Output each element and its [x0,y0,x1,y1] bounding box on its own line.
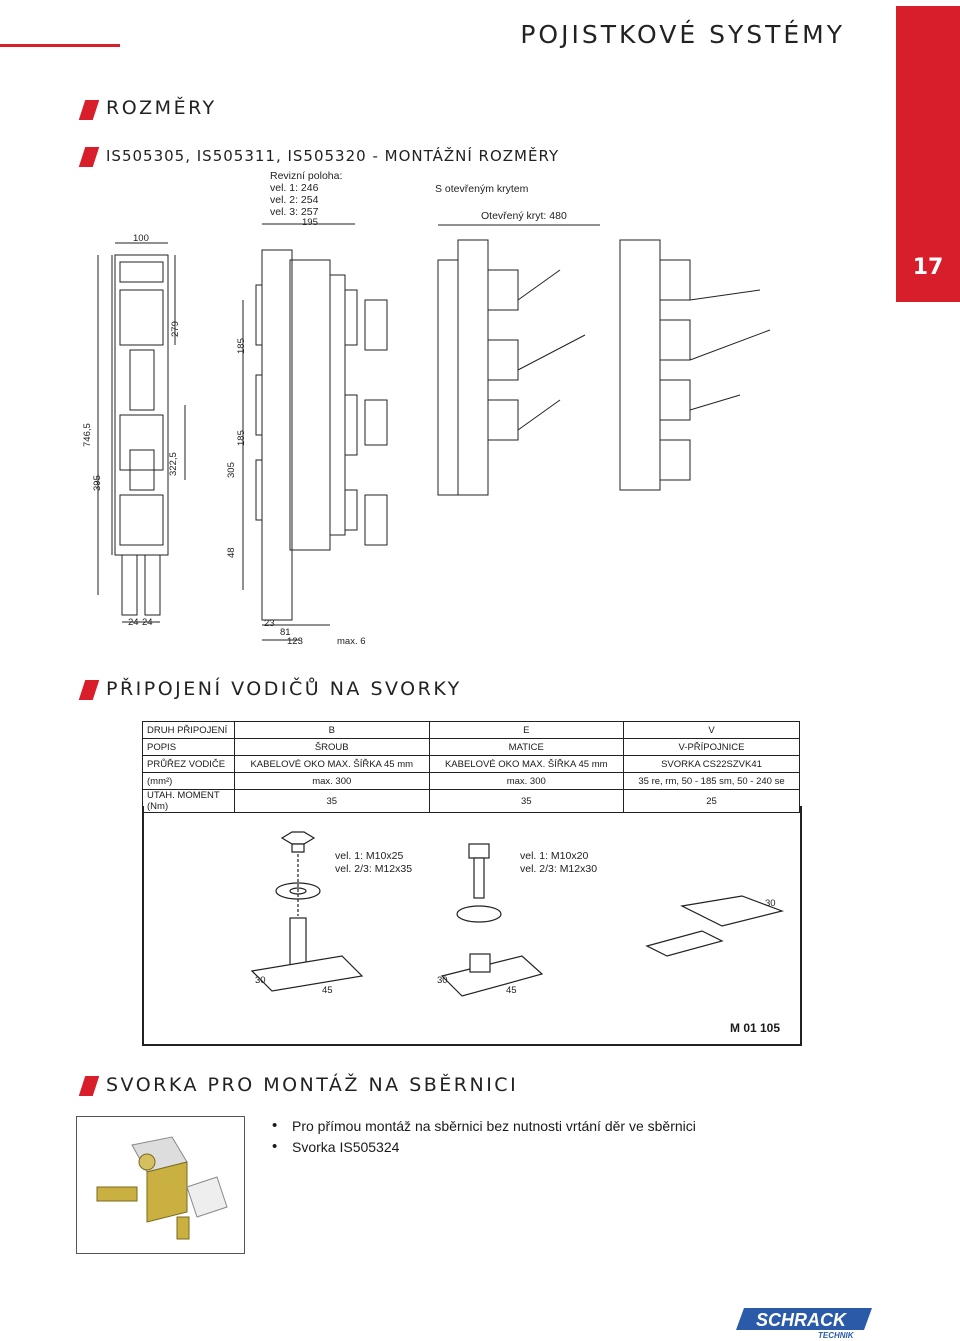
dimension-label: 305 [226,462,237,478]
open-cover-dimension: Otevřený kryt: 480 [481,210,567,222]
mounting-dimension-drawing [97,223,771,641]
bolt-e-size-1: vel. 1: M10x20 [520,850,589,862]
dimension-label: 195 [302,217,318,228]
dimension-label: 45 [506,985,517,996]
page-title: POJISTKOVÉ SYSTÉMY [520,20,845,49]
svg-text:TECHNIK: TECHNIK [818,1331,855,1340]
dimension-label: 100 [133,233,149,244]
revision-note: Revizní poloha: vel. 1: 246 vel. 2: 254 … [270,170,343,218]
dimension-label: 279 [170,321,181,337]
bolt-b-size-2: vel. 2/3: M12x35 [335,863,413,875]
section-marker [78,1076,100,1096]
chapter-tab: 17 [896,6,960,302]
dimension-label: 48 [226,547,237,558]
dimension-label: 24 [142,617,153,628]
dimension-label: 395 [92,475,103,491]
schrack-logo: SCHRACK TECHNIK [736,1308,872,1340]
chapter-number: 17 [912,255,944,280]
section-title-busbar: SVORKA PRO MONTÁŽ NA SBĚRNICI [106,1074,519,1096]
dimension-label: 30 [255,975,266,986]
header-accent-line [0,44,120,47]
dimension-label: 30 [437,975,448,986]
dimension-label: 24 [128,617,139,628]
connection-drawing-box [142,806,802,1046]
dimension-label: 81 [280,627,291,638]
svg-text:SCHRACK: SCHRACK [756,1310,848,1330]
dimension-label: 45 [322,985,333,996]
list-item: Pro přímou montáž na sběrnici bez nutnos… [272,1117,696,1134]
drawing-reference: M 01 105 [730,1021,781,1035]
product-photo [76,1116,245,1254]
section-title-dimensions: ROZMĚRY [106,97,217,119]
section-title-connection: PŘIPOJENÍ VODIČŮ NA SVORKY [106,678,462,700]
dimension-label: 746,5 [82,423,93,447]
dimension-label: 185 [236,430,247,446]
dimension-label: max. 6 [337,636,366,647]
dimension-label: 23 [264,618,275,629]
bolt-e-size-2: vel. 2/3: M12x30 [520,863,598,875]
section-marker [78,680,100,700]
bolt-drawings [250,831,785,997]
bolt-b-size-1: vel. 1: M10x25 [335,850,404,862]
open-cover-label: S otevřeným krytem [435,183,529,195]
list-item: Svorka IS505324 [272,1138,696,1155]
dimension-label: 123 [287,636,303,647]
dimension-label: 322,5 [168,452,179,476]
subsection-title: IS505305, IS505311, IS505320 - MONTÁŽNÍ … [106,147,560,165]
busbar-bullets: Pro přímou montáž na sběrnici bez nutnos… [272,1117,696,1160]
dimension-label: 30 [765,898,776,909]
dimension-label: 185 [236,338,247,354]
